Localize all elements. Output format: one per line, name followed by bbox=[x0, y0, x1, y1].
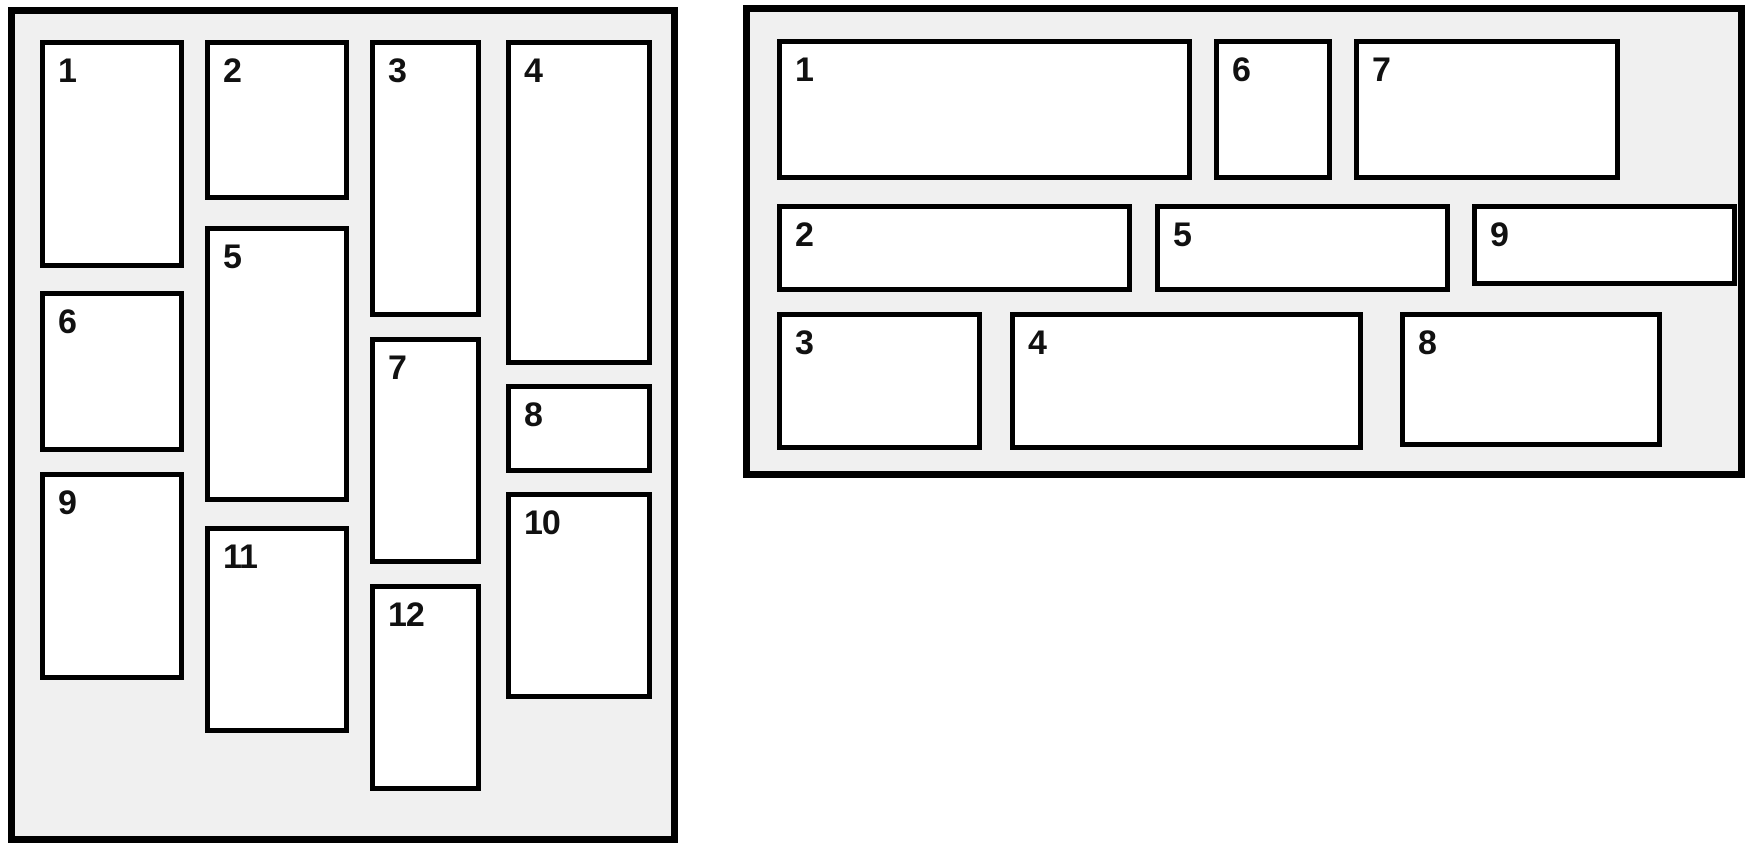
item-number-label: 2 bbox=[795, 216, 814, 254]
masonry-item-12: 12 bbox=[370, 584, 481, 791]
item-number-label: 10 bbox=[524, 504, 561, 542]
masonry-item-1: 1 bbox=[777, 39, 1192, 180]
item-number-label: 4 bbox=[524, 52, 543, 90]
item-number-label: 8 bbox=[524, 396, 543, 434]
masonry-item-4: 4 bbox=[1010, 312, 1363, 450]
item-number-label: 6 bbox=[58, 303, 77, 341]
masonry-item-3: 3 bbox=[370, 40, 481, 317]
item-number-label: 3 bbox=[795, 324, 814, 362]
item-number-label: 1 bbox=[795, 51, 814, 89]
masonry-item-1: 1 bbox=[40, 40, 184, 268]
item-number-label: 6 bbox=[1232, 51, 1251, 89]
item-number-label: 9 bbox=[1490, 216, 1509, 254]
masonry-item-8: 8 bbox=[1400, 312, 1662, 447]
masonry-item-5: 5 bbox=[1155, 204, 1450, 292]
horizontal-masonry-panel: 1 2 3 4 5 6 7 8 9 bbox=[743, 5, 1745, 478]
masonry-item-2: 2 bbox=[205, 40, 349, 200]
masonry-item-10: 10 bbox=[506, 492, 652, 699]
item-number-label: 11 bbox=[223, 538, 258, 576]
masonry-item-9: 9 bbox=[40, 472, 184, 680]
masonry-item-6: 6 bbox=[40, 291, 184, 452]
masonry-item-2: 2 bbox=[777, 204, 1132, 292]
item-number-label: 7 bbox=[1372, 51, 1391, 89]
item-number-label: 7 bbox=[388, 349, 407, 387]
item-number-label: 5 bbox=[223, 238, 242, 276]
masonry-item-3: 3 bbox=[777, 312, 982, 450]
masonry-item-7: 7 bbox=[370, 337, 481, 564]
masonry-item-9: 9 bbox=[1472, 204, 1737, 286]
masonry-item-11: 11 bbox=[205, 526, 349, 733]
item-number-label: 4 bbox=[1028, 324, 1047, 362]
masonry-item-7: 7 bbox=[1354, 39, 1620, 180]
item-number-label: 1 bbox=[58, 52, 77, 90]
masonry-item-8: 8 bbox=[506, 384, 652, 473]
masonry-item-6: 6 bbox=[1214, 39, 1332, 180]
item-number-label: 5 bbox=[1173, 216, 1192, 254]
item-number-label: 8 bbox=[1418, 324, 1437, 362]
item-number-label: 3 bbox=[388, 52, 407, 90]
item-number-label: 9 bbox=[58, 484, 77, 522]
masonry-item-5: 5 bbox=[205, 226, 349, 502]
item-number-label: 12 bbox=[388, 596, 425, 634]
item-number-label: 2 bbox=[223, 52, 242, 90]
masonry-item-4: 4 bbox=[506, 40, 652, 365]
